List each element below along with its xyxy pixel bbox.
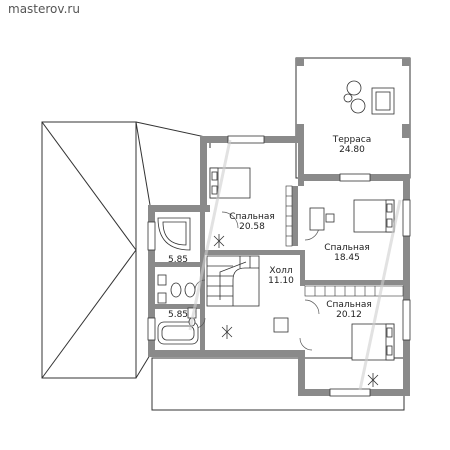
room-area: 24.80 [339, 145, 365, 155]
room-label-hall: Холл 11.10 [268, 266, 294, 286]
bathtub-icon [157, 217, 199, 345]
staircase [206, 255, 260, 307]
windows [147, 135, 411, 397]
room-area: 5.85 [167, 255, 189, 265]
wardrobes [285, 185, 404, 297]
room-label-bedroom-1: Спальная 20.58 [229, 212, 275, 232]
room-name: Спальная [326, 300, 372, 310]
room-name: Спальная [324, 243, 370, 253]
toilet-icon [157, 274, 197, 327]
desk-icon [273, 207, 335, 333]
room-label-terrace: Терраса 24.80 [333, 135, 371, 155]
site-name: masterov.ru [8, 2, 80, 16]
room-area: 5.85 [167, 310, 189, 320]
room-name: Терраса [332, 135, 372, 145]
plant-icon [213, 234, 379, 387]
room-area: 11.10 [268, 276, 294, 286]
roof [41, 121, 211, 379]
room-label-bath-2: 5.85 [168, 310, 188, 320]
room-label-bedroom-2: Спальная 18.45 [324, 243, 370, 263]
room-name: Спальная [229, 212, 275, 222]
terrace-furniture [343, 80, 395, 115]
bed-icon [209, 167, 395, 361]
interior-walls [148, 136, 403, 352]
terrace-outline [295, 57, 411, 179]
room-label-bath-1: 5.85 [168, 255, 188, 265]
room-label-bedroom-3: Спальная 20.12 [326, 300, 372, 320]
room-area: 20.12 [336, 310, 362, 320]
room-area: 20.58 [239, 222, 265, 232]
room-name: Холл [269, 266, 293, 276]
room-area: 18.45 [334, 253, 360, 263]
watermark [188, 139, 402, 391]
